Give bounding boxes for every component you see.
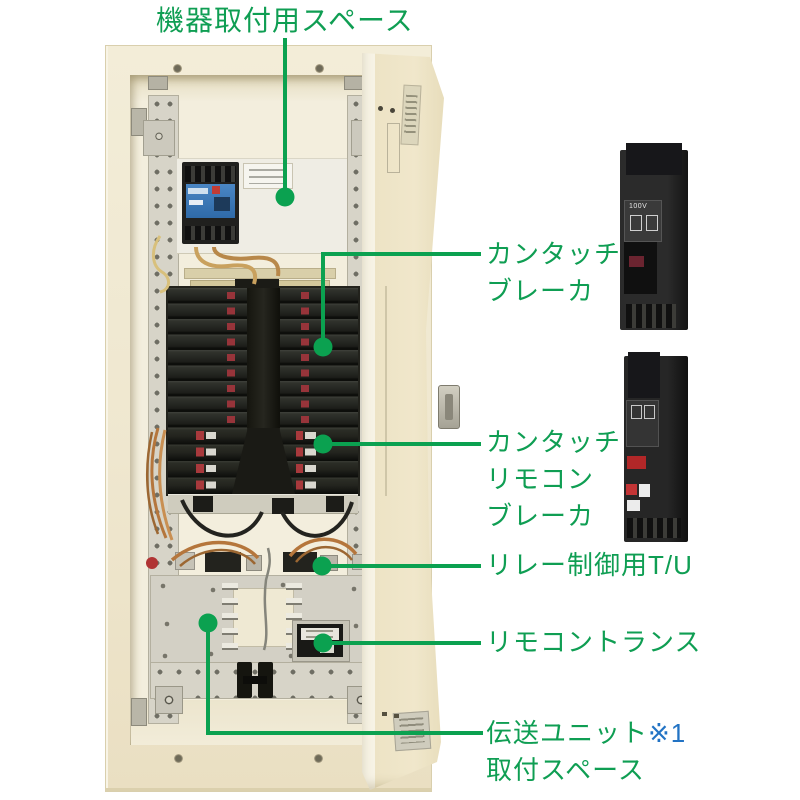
main-breaker <box>182 162 239 244</box>
door-latch-hole <box>382 712 387 716</box>
door-handle <box>438 385 460 429</box>
wire-clamp <box>326 496 344 512</box>
product-kantouch-remote-breaker <box>618 350 710 565</box>
cable-clips <box>222 583 238 653</box>
breaker-markers <box>227 288 235 428</box>
remote-breaker-indicators <box>206 428 216 494</box>
wire-clamp <box>193 496 213 512</box>
rail-bracket-left <box>143 120 175 156</box>
relay-tu-block <box>283 552 317 572</box>
spec-sticker <box>243 163 293 189</box>
remote-control-transformer <box>297 624 343 657</box>
latch <box>148 76 168 90</box>
tu-terminal <box>320 555 338 571</box>
hinge <box>131 698 147 726</box>
relay-tu-block <box>205 552 241 572</box>
door-latch-hole <box>390 108 395 113</box>
frame-screw <box>315 64 324 73</box>
label-transmission-unit: 伝送ユニット※1 取付スペース <box>486 718 687 785</box>
frame-screw <box>174 754 183 763</box>
door-stiffener <box>385 286 387 496</box>
footnote-marker: ※1 <box>648 718 687 748</box>
wire-clamp <box>272 498 294 514</box>
label-kantouch-breaker: カンタッチ ブレーカ <box>486 239 622 306</box>
label-equipment-space: 機器取付用スペース <box>156 5 414 36</box>
breaker-voltage-label: 100V <box>629 203 648 210</box>
label-kantouch-remote-breaker: カンタッチ リモコン ブレーカ <box>486 427 622 531</box>
busbar <box>184 268 336 279</box>
frame-screw <box>173 64 182 73</box>
plate-cutout <box>233 588 294 647</box>
kantouch-breaker-bank-right <box>280 288 358 428</box>
hinge-clamp-bar <box>243 676 267 684</box>
door-sticker-top <box>400 84 422 146</box>
kantouch-breaker-bank-left <box>168 288 247 428</box>
main-breaker-terminals-top <box>185 166 236 182</box>
door-latch-hole <box>394 714 399 718</box>
corner-bolt-left <box>155 686 183 714</box>
label-remote-transformer: リモコントランス <box>486 627 702 657</box>
remote-breaker-indicators <box>196 428 204 494</box>
transformer-label <box>301 628 339 640</box>
product-kantouch-breaker: 100V <box>615 140 707 340</box>
latch <box>344 76 364 90</box>
door-latch-hole <box>378 106 383 111</box>
remote-breaker-indicators <box>296 428 303 494</box>
label-relay-tu: リレー制御用T/U <box>486 550 693 580</box>
remote-breaker-indicators <box>305 428 316 494</box>
main-breaker-face <box>186 184 235 218</box>
transformer-tag <box>320 644 334 653</box>
door-slot <box>387 123 400 173</box>
center-busbar-cover <box>247 288 280 428</box>
tu-terminal <box>246 555 262 571</box>
breaker-markers <box>301 288 309 428</box>
main-breaker-terminals-bottom <box>185 226 236 240</box>
tu-terminal <box>175 552 195 570</box>
frame-screw <box>314 754 323 763</box>
